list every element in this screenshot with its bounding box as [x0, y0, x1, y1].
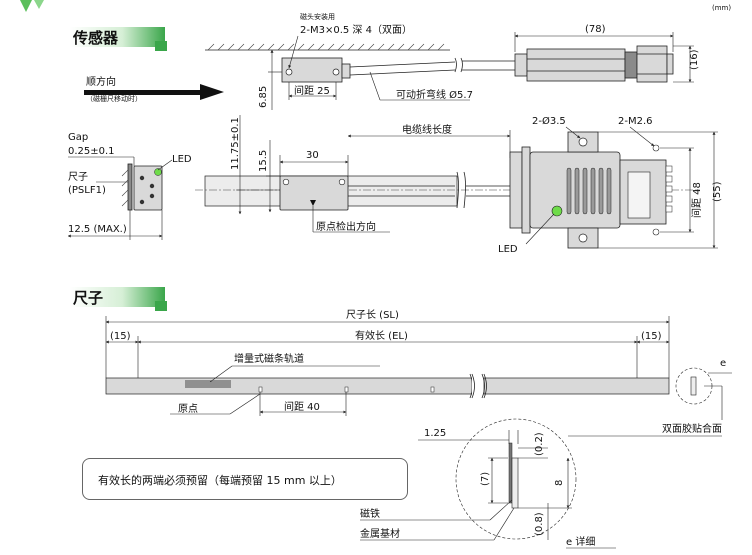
note-text: 有效长的两端必须预留（每端预留 15 mm 以上）	[98, 474, 342, 487]
dim-11-75: 11.75±0.1	[230, 117, 241, 170]
led-indicator-icon	[154, 168, 162, 176]
dim-8: 8	[554, 480, 565, 486]
sensor-section-title: 传感器	[72, 29, 119, 47]
dim-6-85: 6.85	[258, 86, 269, 108]
magnet-label: 磁铁	[360, 507, 380, 520]
dim-7: (7)	[480, 472, 491, 486]
ruler-label: 尺子	[68, 171, 88, 183]
origin-direction-label: 原点检出方向	[316, 220, 376, 233]
led-left-label: LED	[172, 154, 192, 165]
dim-16: (16)	[689, 49, 700, 70]
direction-arrow-icon	[84, 84, 224, 100]
dim-78: (78)	[585, 24, 606, 35]
scale-drawing: 尺子长 (SL) (15) 有效长 (EL) (15)	[105, 309, 732, 437]
direction-label: 顺方向	[86, 75, 116, 88]
hole-label: 2-Ø3.5	[532, 115, 566, 127]
dim-15-5: 15.5	[258, 150, 269, 172]
gap-label: Gap	[68, 132, 88, 143]
connector-led-icon	[551, 205, 563, 217]
scale-section-header: 尺子	[70, 287, 167, 311]
e-label: e	[720, 358, 726, 369]
el-label: 有效长 (EL)	[355, 329, 408, 342]
detail-view: 1.25 (0.2) (7) 8 (0.8) 磁铁 金属基材 e 详细	[360, 418, 616, 549]
dim-1-25: 1.25	[424, 428, 446, 439]
dim-0-2: (0.2)	[534, 432, 545, 456]
sensor-front-view: Gap 0.25±0.1 尺子 (PSLF1) LED 12.5 (MAX.)	[67, 115, 723, 255]
unit-label: (mm)	[712, 4, 731, 12]
tape-label: 双面胶贴合面	[662, 422, 722, 435]
direction-sub: （磁栅尺移动时）	[86, 94, 142, 103]
mount-label: 磁头安装用	[300, 12, 335, 21]
thread-26-label: 2-M2.6	[618, 116, 653, 127]
track-label: 增量式磁条轨道	[234, 352, 304, 365]
cable-label: 可动折弯线 Ø5.7	[396, 88, 473, 101]
thread-label: 2-M3×0.5 深 4（双面）	[300, 24, 412, 36]
dim-0-8: (0.8)	[534, 512, 545, 536]
pitch-48: 间距 48	[690, 182, 703, 218]
sensor-top-view: (78) (16) 磁头安装用 2-M3×0.5 深 4（双面） 6.85 间距…	[84, 12, 700, 110]
end-right-label: (15)	[641, 331, 662, 342]
dim-30: 30	[306, 150, 319, 161]
gap-value: 0.25±0.1	[68, 146, 115, 157]
origin-label: 原点	[178, 403, 198, 415]
dim-55: (55)	[712, 181, 723, 202]
led-right-label: LED	[498, 244, 518, 255]
sensor-section-header: 传感器	[70, 27, 167, 51]
cable-length-label: 电缆线长度	[402, 123, 452, 136]
max-label: 12.5 (MAX.)	[68, 224, 127, 235]
note-box	[82, 458, 408, 500]
pitch-40: 间距 40	[284, 400, 320, 413]
end-left-label: (15)	[110, 331, 131, 342]
corner-logo-icon	[20, 0, 44, 12]
scale-section-title: 尺子	[73, 289, 103, 307]
detail-title: e 详细	[566, 535, 595, 548]
ruler-model: (PSLF1)	[68, 185, 106, 196]
sl-label: 尺子长 (SL)	[346, 309, 399, 321]
base-label: 金属基材	[360, 527, 400, 540]
pitch-25: 间距 25	[294, 84, 330, 97]
